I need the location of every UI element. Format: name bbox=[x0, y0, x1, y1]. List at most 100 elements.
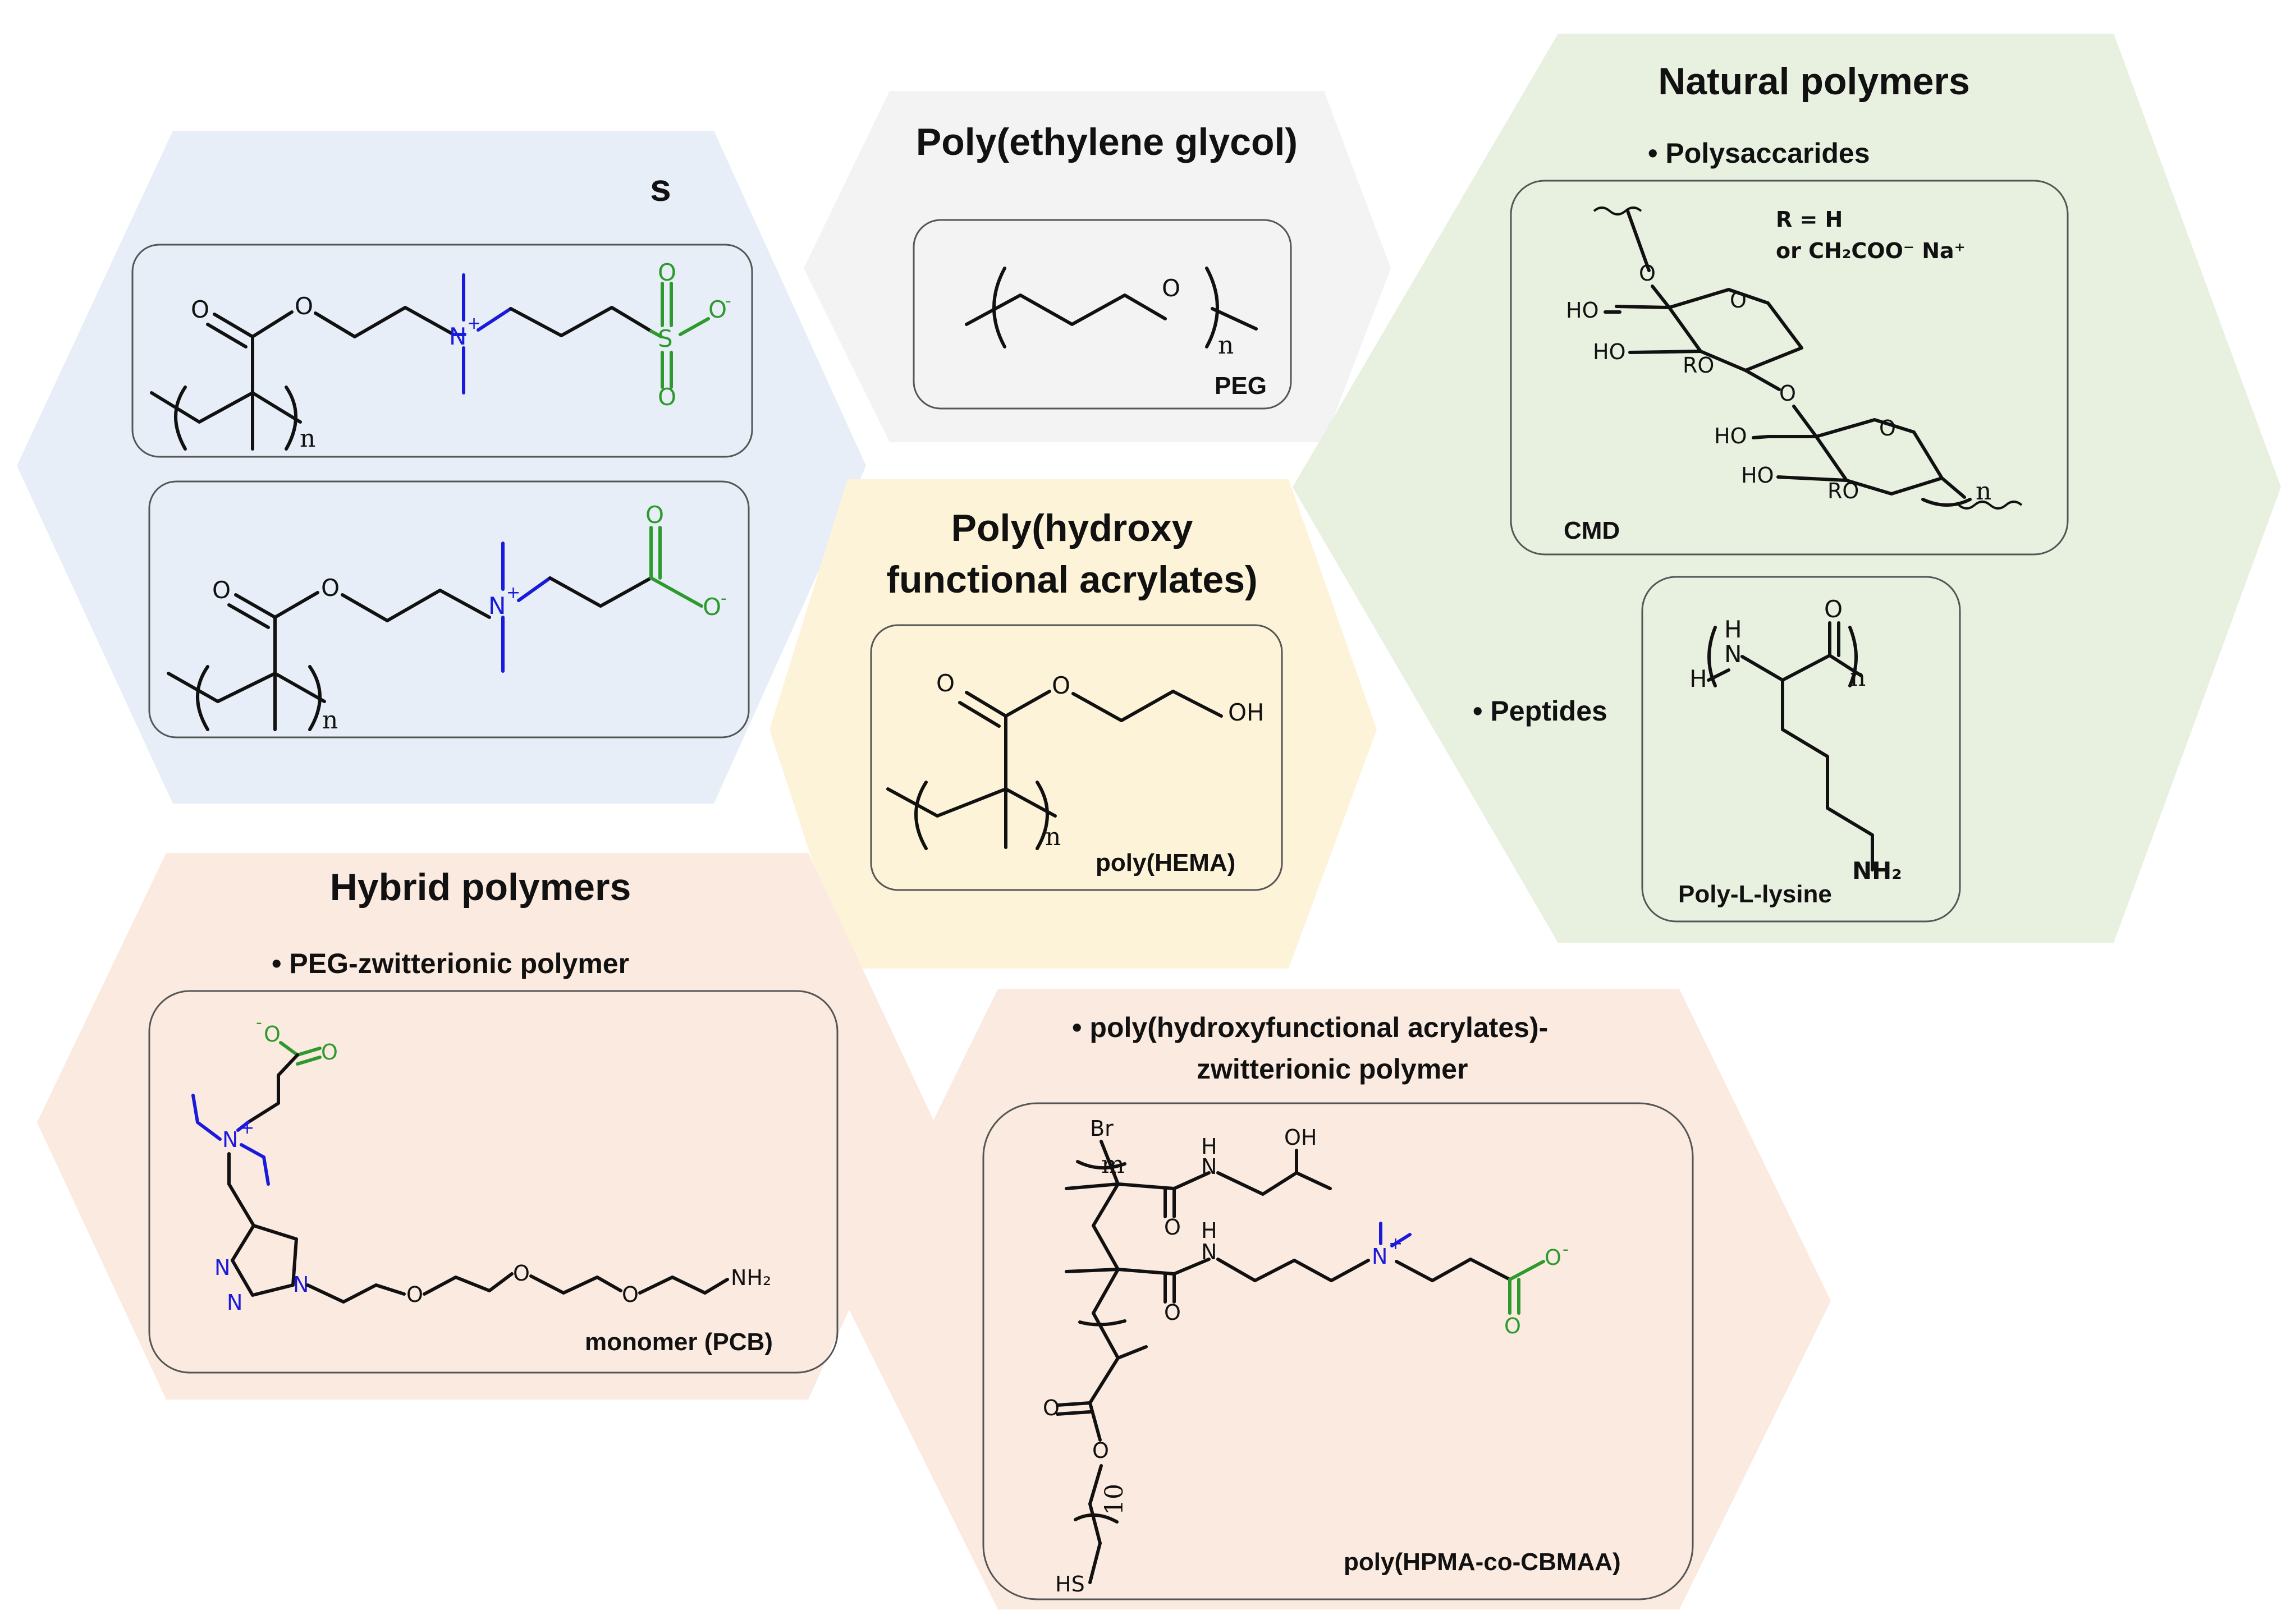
ether-o-1: O bbox=[406, 1282, 423, 1307]
hybrid-left-hexagon bbox=[37, 853, 935, 1400]
carbonyl-o: O bbox=[212, 576, 231, 604]
bromine: Br bbox=[1090, 1116, 1114, 1141]
repeat-n: n bbox=[322, 706, 338, 735]
carboxyl-o: O bbox=[264, 1022, 281, 1047]
hydroxyl-2a: HO bbox=[1714, 424, 1747, 448]
zwitterionic-title: s bbox=[650, 167, 671, 209]
carboxylate-charge: - bbox=[721, 589, 727, 608]
peptides-bullet: • Peptides bbox=[1473, 695, 1607, 727]
hfa-zwitterionic-bullet-line2: zwitterionic polymer bbox=[1197, 1053, 1468, 1085]
repeat-ten: 10 bbox=[1100, 1484, 1129, 1515]
quaternary-n: N bbox=[449, 323, 466, 350]
peg-title: Poly(ethylene glycol) bbox=[916, 121, 1298, 163]
carbonyl-o: O bbox=[936, 669, 955, 697]
repeat-n: n bbox=[1850, 663, 1866, 692]
carboxyl-o-top: O bbox=[645, 501, 664, 529]
amide-o-1: O bbox=[1164, 1215, 1181, 1240]
natural-hexagon bbox=[1293, 34, 2281, 943]
hydroxyl-1a: HO bbox=[1566, 298, 1598, 323]
ester-carbonyl-o: O bbox=[1043, 1396, 1060, 1420]
carboxyl-o: O bbox=[703, 593, 721, 621]
terminal-h: H bbox=[1689, 665, 1707, 692]
amide-h: H bbox=[1724, 616, 1742, 643]
carboxyl-o: O bbox=[1545, 1245, 1561, 1270]
hema-card bbox=[870, 624, 1283, 891]
hpma-structure: Br m O H N OH O H N N + O O - bbox=[1043, 1116, 1569, 1597]
amide-n: N bbox=[1724, 640, 1742, 668]
amide-n-2: N bbox=[1201, 1240, 1217, 1264]
hydroxyl-1b: HO bbox=[1593, 340, 1625, 364]
carboxybetaine-structure: O O N + O O - n bbox=[167, 501, 727, 735]
carboxylate-charge: - bbox=[256, 1013, 262, 1033]
hydroxyl: OH bbox=[1284, 1125, 1317, 1150]
pll-structure: H H N O n NH₂ bbox=[1689, 595, 1902, 884]
sulfur: S bbox=[658, 325, 673, 352]
ring-o-2: O bbox=[1879, 416, 1896, 441]
r-definition-line2: or CH₂COO⁻ Na⁺ bbox=[1776, 238, 1966, 263]
n-charge: + bbox=[240, 1118, 254, 1138]
sulfobetaine-structure: O O N + S O O O - n bbox=[150, 259, 731, 453]
pll-card bbox=[1641, 576, 1961, 923]
peg-structure: O n bbox=[965, 267, 1258, 360]
pcb-card bbox=[148, 990, 839, 1374]
quaternary-n: N bbox=[222, 1127, 238, 1152]
peg-label: PEG bbox=[1215, 372, 1267, 400]
ether-o-3: O bbox=[622, 1282, 639, 1307]
repeat-n: n bbox=[1218, 331, 1234, 360]
hpma-label: poly(HPMA-co-CBMAA) bbox=[1344, 1548, 1621, 1576]
hema-label: poly(HEMA) bbox=[1096, 849, 1235, 877]
hema-title-line2: functional acrylates) bbox=[886, 558, 1257, 601]
ester-o: O bbox=[1052, 672, 1070, 699]
triazole-n1: N bbox=[214, 1255, 230, 1280]
hema-structure: O O OH n bbox=[886, 669, 1265, 851]
carboxybetaine-card bbox=[148, 480, 750, 738]
ring-o-1: O bbox=[1730, 288, 1747, 313]
amine: NH₂ bbox=[731, 1265, 771, 1290]
ester-o: O bbox=[1092, 1438, 1109, 1463]
carboxylate-charge: - bbox=[1563, 1240, 1569, 1259]
amine: NH₂ bbox=[1852, 857, 1902, 884]
pll-label: Poly-L-lysine bbox=[1678, 880, 1832, 908]
hybrid-title: Hybrid polymers bbox=[330, 866, 631, 909]
repeat-n: n bbox=[1045, 823, 1061, 851]
ester-o: O bbox=[295, 292, 313, 320]
hema-hexagon bbox=[769, 479, 1377, 969]
repeat-n: n bbox=[300, 424, 315, 453]
ether-o: O bbox=[1162, 274, 1180, 302]
sulfonyl-o-bottom: O bbox=[658, 383, 676, 411]
hydroxyl-2b: HO bbox=[1741, 463, 1774, 488]
polysaccharides-bullet: • Polysaccarides bbox=[1648, 137, 1870, 169]
glycosidic-o-top: O bbox=[1639, 261, 1656, 286]
quaternary-n: N bbox=[1372, 1244, 1387, 1269]
glycosidic-o-mid: O bbox=[1779, 381, 1796, 406]
ester-o: O bbox=[321, 574, 340, 602]
amide-n-1: N bbox=[1201, 1154, 1217, 1179]
amide-h-2: H bbox=[1201, 1218, 1217, 1243]
hema-title-line1: Poly(hydroxy bbox=[951, 507, 1193, 549]
natural-title: Natural polymers bbox=[1658, 60, 1970, 103]
sulfonate-o: O bbox=[708, 296, 727, 323]
pcb-structure: - O O N + N N N O O O NH₂ bbox=[191, 1013, 771, 1315]
cmd-structure: O O HO HO RO O O HO HO RO n bbox=[1566, 207, 2023, 510]
ether-o-2: O bbox=[513, 1261, 530, 1286]
peg-hexagon bbox=[804, 91, 1391, 442]
carbonyl-o: O bbox=[1504, 1314, 1521, 1338]
hpma-card bbox=[982, 1102, 1694, 1600]
cmd-card bbox=[1510, 180, 2069, 556]
zwitterionic-hexagon bbox=[17, 131, 866, 804]
sulfonyl-o-top: O bbox=[658, 259, 676, 286]
sulfonate-charge: - bbox=[725, 291, 731, 311]
hybrid-right-hexagon bbox=[845, 989, 1831, 1609]
ro-1: RO bbox=[1683, 353, 1714, 378]
peg-zwitterionic-bullet: • PEG-zwitterionic polymer bbox=[272, 948, 629, 979]
sulfobetaine-card bbox=[131, 244, 753, 458]
hydroxyl: OH bbox=[1228, 699, 1265, 726]
carbonyl-o: O bbox=[321, 1040, 338, 1065]
pcb-label: monomer (PCB) bbox=[585, 1328, 773, 1356]
amide-o-2: O bbox=[1164, 1300, 1181, 1325]
carbonyl-o: O bbox=[1824, 595, 1843, 623]
thiol: HS bbox=[1055, 1572, 1085, 1597]
amide-h-1: H bbox=[1201, 1134, 1217, 1159]
